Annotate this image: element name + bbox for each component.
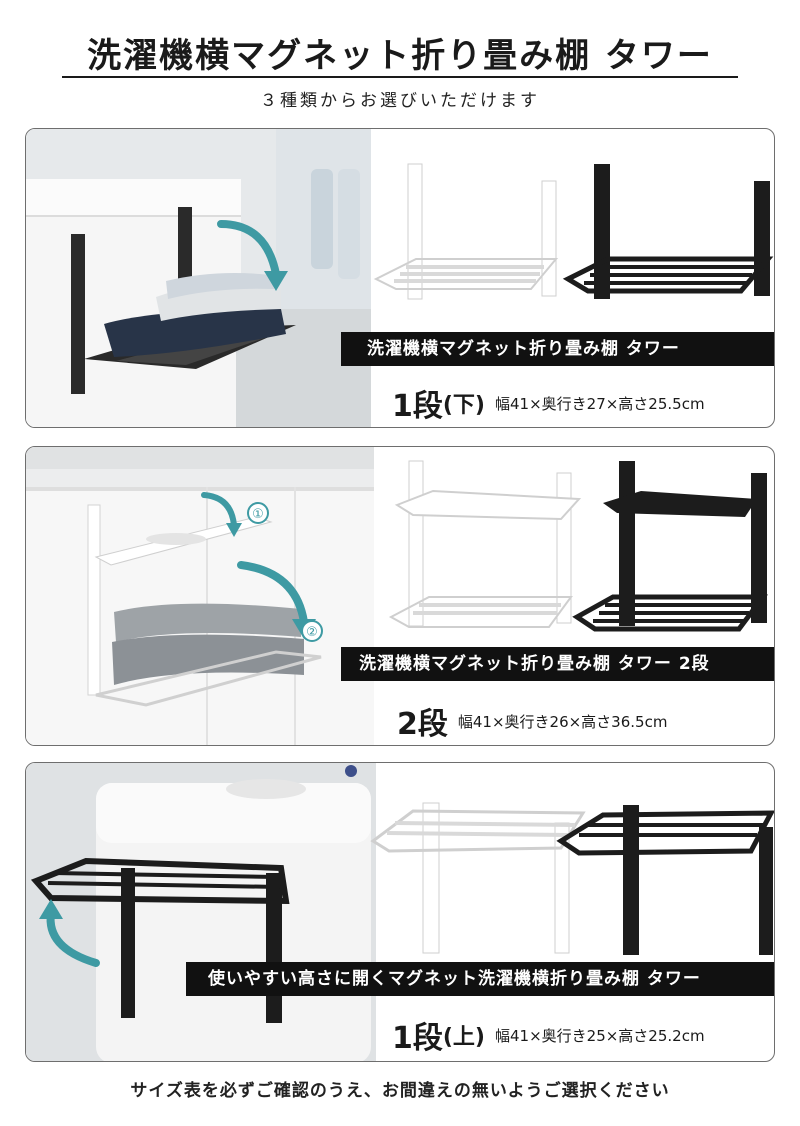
tier-note: (上)	[442, 1025, 485, 1050]
product-spec-3: 1段(上) 幅41×奥行き25×高さ25.2cm	[392, 1013, 705, 1057]
dimensions-text: 幅41×奥行き27×高さ25.5cm	[495, 394, 705, 413]
curved-arrow-icon	[201, 492, 237, 528]
product-name-bar-1: 洗濯機横マグネット折り畳み棚 タワー	[341, 332, 774, 366]
product-spec-2: 2段幅41×奥行き26×高さ36.5cm	[397, 699, 667, 743]
title-underline	[62, 76, 738, 78]
product-spec-1: 1段(下) 幅41×奥行き27×高さ25.5cm	[392, 381, 705, 425]
product-photo-1	[26, 129, 371, 427]
tier-label: 2段	[397, 707, 448, 742]
product-card-2[interactable]: ① ② 洗濯機横マグネット折り畳み棚 タワー 2段 2段幅41×奥行き26×高さ…	[25, 446, 775, 746]
product-name-bar-3: 使いやすい高さに開くマグネット洗濯機横折り畳み棚 タワー	[186, 962, 774, 996]
dimensions-text: 幅41×奥行き26×高さ36.5cm	[457, 712, 668, 731]
product-images-3	[361, 763, 774, 1061]
product-images-1	[356, 129, 774, 427]
page-subtitle: ３種類からお選びいただけます	[260, 91, 540, 111]
footer-note: サイズ表を必ずご確認のうえ、お間違えの無いようご選択ください	[130, 1081, 670, 1101]
page-title: 洗濯機横マグネット折り畳み棚 タワー	[87, 36, 713, 76]
product-card-1[interactable]: 洗濯機横マグネット折り畳み棚 タワー 1段(下) 幅41×奥行き27×高さ25.5…	[25, 128, 775, 428]
curved-arrow-icon	[46, 909, 100, 967]
tier-label: 1段	[392, 1021, 443, 1056]
product-photo-2: ① ②	[26, 447, 374, 745]
curved-arrow-icon	[237, 561, 308, 626]
product-card-3[interactable]: 使いやすい高さに開くマグネット洗濯機横折り畳み棚 タワー 1段(上) 幅41×奥行…	[25, 762, 775, 1062]
step-two-label: ②	[306, 625, 318, 640]
product-name-bar-2: 洗濯機横マグネット折り畳み棚 タワー 2段	[341, 647, 774, 681]
step-two-marker-icon	[301, 620, 323, 642]
curved-arrow-icon	[217, 220, 280, 278]
product-photo-3	[26, 763, 376, 1061]
tier-note: (下)	[442, 393, 485, 418]
step-one-label: ①	[252, 507, 264, 522]
product-images-2	[361, 447, 774, 745]
dimensions-text: 幅41×奥行き25×高さ25.2cm	[495, 1026, 705, 1045]
tier-label: 1段	[392, 389, 443, 424]
step-one-marker-icon	[247, 502, 269, 524]
